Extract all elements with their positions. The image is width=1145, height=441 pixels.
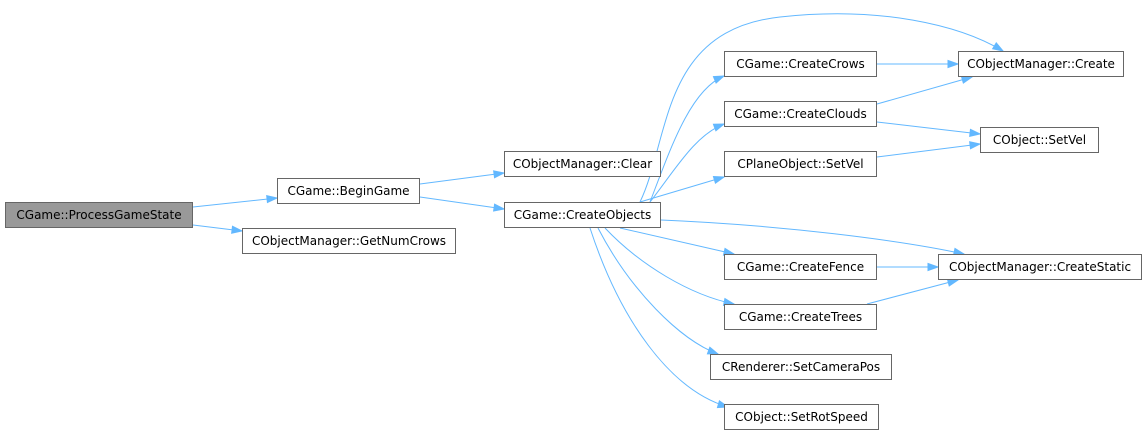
edge-create-fence-to-om-create-static (877, 262, 940, 272)
edge-create-objects-to-create-clouds (649, 123, 726, 203)
edge-process-game-state-to-begin-game (192, 194, 279, 208)
edge-create-objects-to-om-create (639, 13, 1005, 203)
edge-create-clouds-to-om-create (876, 75, 974, 105)
edge-process-game-state-to-get-num-crows (192, 224, 244, 234)
edge-create-trees-to-om-create-static (866, 278, 960, 305)
node-object-set-vel[interactable]: CObject::SetVel (980, 127, 1099, 153)
edge-begin-game-to-create-objects (419, 196, 506, 212)
node-process-game-state[interactable]: CGame::ProcessGameState (5, 202, 193, 228)
edge-create-objects-to-create-crows (649, 75, 726, 203)
edge-create-crows-to-om-create (877, 59, 960, 69)
edge-create-objects-to-om-create-static (660, 219, 966, 256)
node-om-create[interactable]: CObjectManager::Create (958, 51, 1124, 77)
node-create-trees[interactable]: CGame::CreateTrees (724, 304, 877, 330)
node-plane-set-vel[interactable]: CPlaneObject::SetVel (724, 151, 877, 177)
node-set-rot-speed[interactable]: CObject::SetRotSpeed (724, 404, 879, 430)
node-create-clouds[interactable]: CGame::CreateClouds (724, 101, 877, 127)
edge-create-objects-to-create-fence (619, 227, 736, 256)
edge-plane-set-vel-to-object-set-vel (876, 141, 982, 158)
node-get-num-crows[interactable]: CObjectManager::GetNumCrows (242, 228, 456, 254)
node-set-camera-pos[interactable]: CRenderer::SetCameraPos (710, 354, 892, 380)
node-om-create-static[interactable]: CObjectManager::CreateStatic (938, 254, 1142, 280)
node-create-objects[interactable]: CGame::CreateObjects (504, 202, 661, 228)
edge-begin-game-to-om-clear (419, 170, 506, 185)
node-create-fence[interactable]: CGame::CreateFence (724, 254, 877, 280)
edge-create-objects-to-set-rot-speed (589, 227, 730, 409)
edge-create-objects-to-plane-set-vel (639, 175, 726, 203)
node-create-crows[interactable]: CGame::CreateCrows (724, 51, 877, 77)
node-begin-game[interactable]: CGame::BeginGame (277, 178, 420, 204)
edge-create-objects-to-set-camera-pos (597, 227, 720, 355)
edge-create-clouds-to-object-set-vel (876, 121, 982, 137)
node-om-clear[interactable]: CObjectManager::Clear (504, 151, 661, 177)
